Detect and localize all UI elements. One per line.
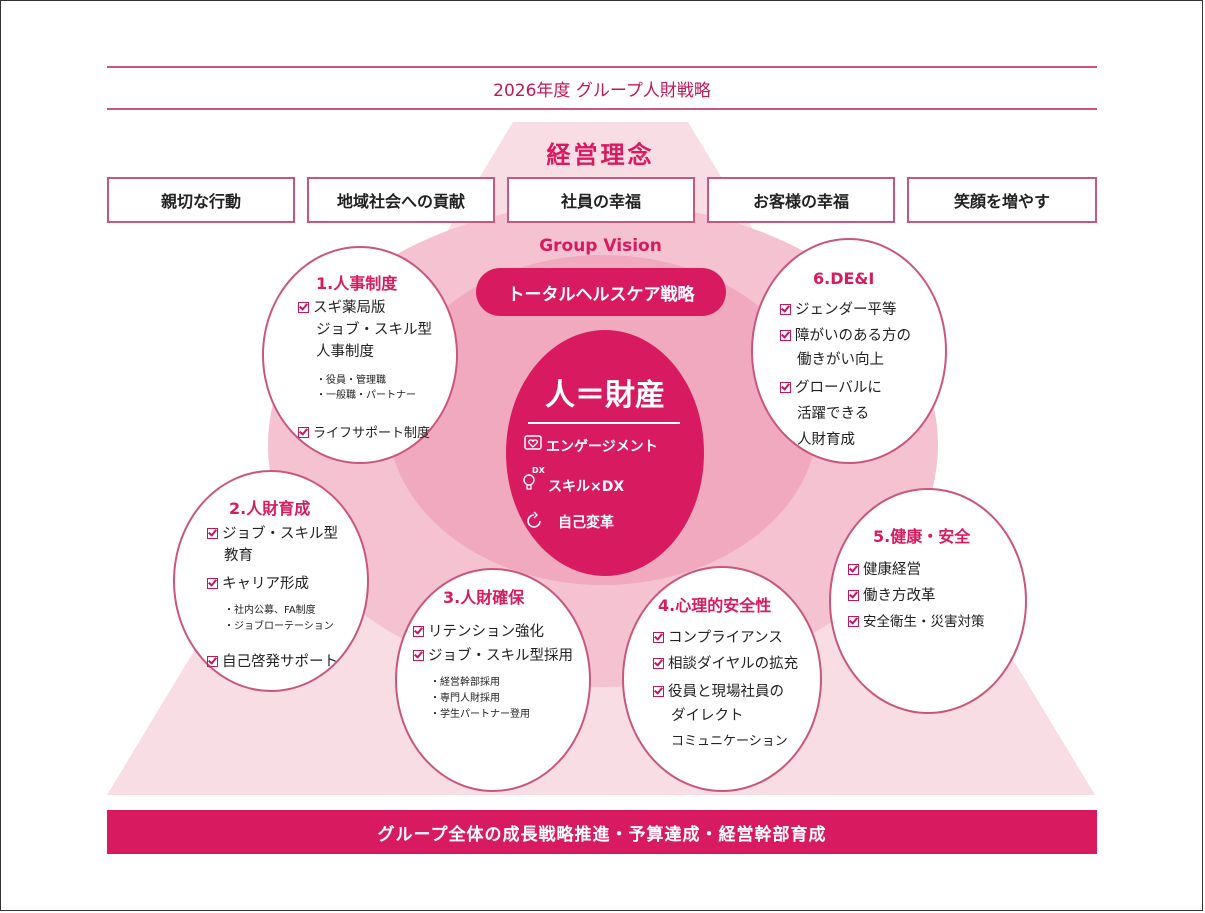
pillar-2-item: ジョブ・スキル型 <box>207 524 338 544</box>
pillar-6-line: 働きがい向上 <box>797 352 884 368</box>
pillar-6-title: 6.DE&I <box>813 269 875 288</box>
pillar-2-sub: ・社内公募、FA制度 <box>224 605 316 616</box>
pillar-4-line: コミュニケーション <box>671 734 788 749</box>
pillar-1-item: ライフサポート制度 <box>298 424 430 444</box>
checkbox-icon <box>207 578 218 589</box>
checkbox-icon <box>298 427 309 438</box>
checkbox-icon <box>653 686 664 697</box>
group-vision-label: Group Vision <box>539 236 662 256</box>
pillar-1-sub: ・役員・管理職 <box>316 375 386 386</box>
pillar-6-item: ジェンダー平等 <box>780 300 897 320</box>
cycle-icon <box>524 511 544 531</box>
checkbox-icon <box>207 528 218 539</box>
pillar-2-item: キャリア形成 <box>207 574 309 594</box>
checkbox-icon <box>413 626 424 637</box>
core-item-skill-dx: スキル×DX <box>548 479 625 495</box>
pillar-6-circle <box>751 238 947 464</box>
pillar-6-line: 人財育成 <box>797 432 855 448</box>
core-title: 人＝財産 <box>545 378 665 413</box>
pillar-4-title: 4.心理的安全性 <box>658 596 772 615</box>
pillar-1-item: スギ薬局版 <box>298 298 386 318</box>
footer-banner: グループ全体の成長戦略推進・予算達成・経営幹部育成 <box>107 810 1097 854</box>
value-kind-action: 親切な行動 <box>107 177 295 223</box>
strategy-pill: トータルヘルスケア戦略 <box>476 268 726 316</box>
pillar-2-title: 2.人財育成 <box>229 499 311 518</box>
checkbox-icon <box>780 330 791 341</box>
value-employee-happiness: 社員の幸福 <box>507 177 695 223</box>
pillar-3-item: ジョブ・スキル型採用 <box>413 646 573 666</box>
philosophy-label: 経営理念 <box>546 141 655 169</box>
checkbox-icon <box>780 382 791 393</box>
pillar-4-item: 役員と現場社員の <box>653 682 784 702</box>
value-community-contribution: 地域社会への貢献 <box>307 177 495 223</box>
pillar-3-sub: ・経営幹部採用 <box>430 677 500 688</box>
header-bottom-rule <box>107 108 1097 110</box>
header-top-rule <box>107 66 1097 68</box>
pillar-6-line: 活躍できる <box>797 406 870 422</box>
checkbox-icon <box>653 658 664 669</box>
pillar-5-item: 働き方改革 <box>848 586 936 606</box>
pillar-4-circle <box>622 566 822 792</box>
pillar-2-item: 自己啓発サポート <box>207 652 338 672</box>
checkbox-icon <box>413 650 424 661</box>
pillar-5-title: 5.健康・安全 <box>873 527 971 546</box>
checkbox-icon <box>207 656 218 667</box>
pillar-2-circle <box>173 470 369 692</box>
pillar-4-line: ダイレクト <box>671 708 744 724</box>
checkbox-icon <box>848 616 859 627</box>
value-more-smiles: 笑顔を増やす <box>907 177 1097 223</box>
pillar-4-item: コンプライアンス <box>653 628 783 648</box>
checkbox-icon <box>780 304 791 315</box>
pillar-5-circle <box>829 488 1027 714</box>
pillar-1-sub: ・一般職・パートナー <box>316 390 416 401</box>
pillar-1-title: 1.人事制度 <box>316 274 398 293</box>
pillar-3-circle <box>395 568 591 792</box>
pillar-3-sub: ・学生パートナー登用 <box>430 709 530 720</box>
pillar-3-title: 3.人財確保 <box>443 588 525 607</box>
value-customer-happiness: お客様の幸福 <box>707 177 895 223</box>
pillar-5-item: 健康経営 <box>848 560 921 580</box>
pillar-3-sub: ・専門人財採用 <box>430 693 500 704</box>
core-divider <box>528 422 680 424</box>
dx-icon-text: DX <box>532 466 545 475</box>
pillar-2-sub: ・ジョブローテーション <box>224 621 334 632</box>
pillar-1-line: 人事制度 <box>316 344 374 360</box>
pillar-3-item: リテンション強化 <box>413 622 544 642</box>
core-item-engagement: エンゲージメント <box>546 439 658 455</box>
pillar-4-item: 相談ダイヤルの拡充 <box>653 654 798 674</box>
pillar-5-item: 安全衛生・災害対策 <box>848 612 985 632</box>
heart-icon <box>524 435 542 453</box>
pillar-2-line: 教育 <box>224 548 253 564</box>
core-item-self-transformation: 自己変革 <box>558 515 614 531</box>
pillar-1-circle <box>262 246 458 464</box>
checkbox-icon <box>848 590 859 601</box>
pillar-6-item: グローバルに <box>780 378 882 398</box>
checkbox-icon <box>653 632 664 643</box>
core-circle <box>506 330 704 576</box>
pillar-6-item: 障がいのある方の <box>780 326 911 346</box>
lightbulb-dx-icon <box>522 468 548 492</box>
page-title: 2026年度 グループ人財戦略 <box>493 80 711 101</box>
checkbox-icon <box>848 564 859 575</box>
pillar-1-line: ジョブ・スキル型 <box>316 322 432 338</box>
checkbox-icon <box>298 302 309 313</box>
